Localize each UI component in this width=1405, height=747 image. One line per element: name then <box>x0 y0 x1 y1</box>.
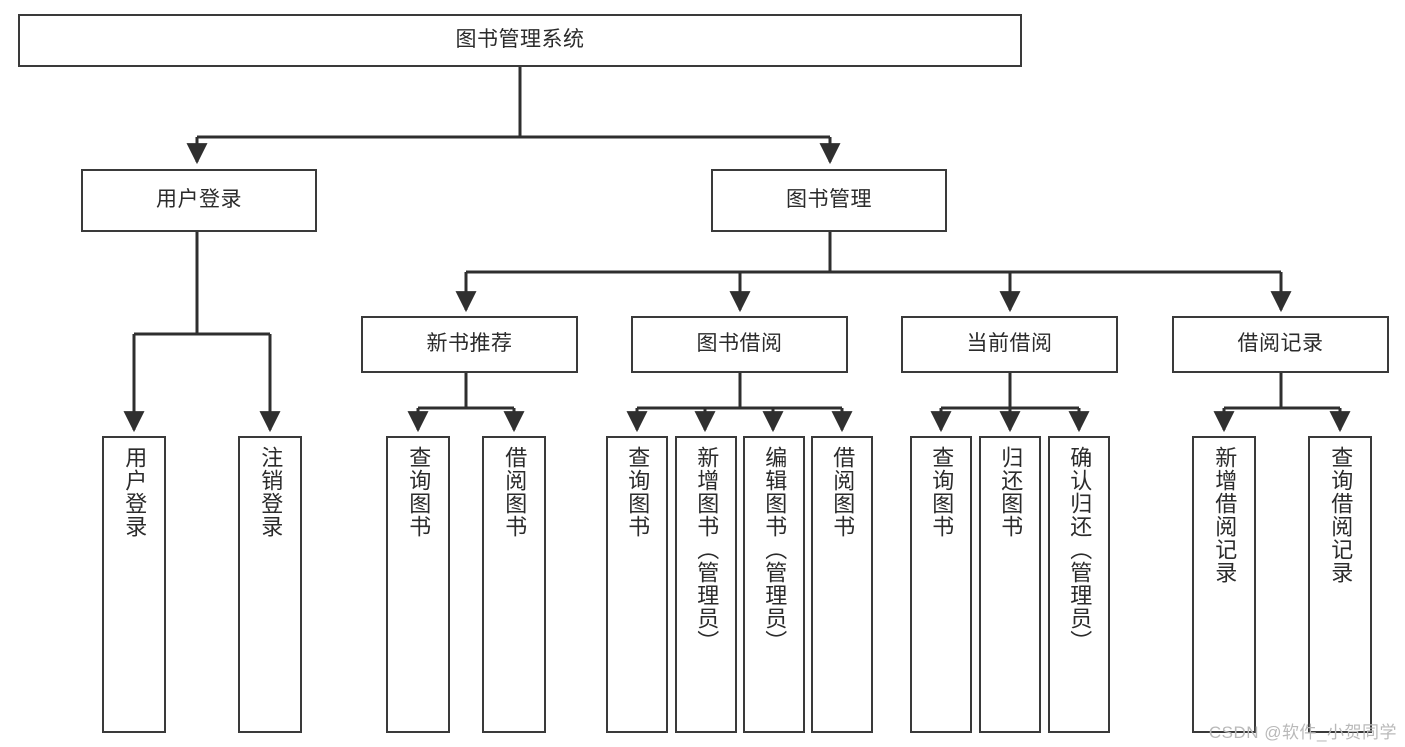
node-new-book-recommend[interactable]: 新书推荐 <box>361 316 578 373</box>
leaf-query-book-3[interactable]: 查询图书 <box>910 436 972 733</box>
leaf-logout-login-label: 注销登录 <box>258 446 284 538</box>
leaf-query-book-1-label: 查询图书 <box>406 446 432 538</box>
leaf-logout-login[interactable]: 注销登录 <box>238 436 302 733</box>
leaf-query-book-2[interactable]: 查询图书 <box>606 436 668 733</box>
leaf-add-record-label: 新增借阅记录 <box>1212 446 1238 584</box>
leaf-borrow-book-1-label: 借阅图书 <box>502 446 528 538</box>
leaf-query-book-1[interactable]: 查询图书 <box>386 436 450 733</box>
node-book-manage[interactable]: 图书管理 <box>711 169 947 232</box>
node-current-borrow[interactable]: 当前借阅 <box>901 316 1118 373</box>
node-user-login-label: 用户登录 <box>156 188 242 212</box>
leaf-confirm-return[interactable]: 确认归还（管理员） <box>1048 436 1110 733</box>
node-user-login[interactable]: 用户登录 <box>81 169 317 232</box>
leaf-user-login-label: 用户登录 <box>122 446 148 538</box>
leaf-borrow-book-2-label: 借阅图书 <box>830 446 856 538</box>
node-book-manage-label: 图书管理 <box>786 188 872 212</box>
leaf-borrow-book-1[interactable]: 借阅图书 <box>482 436 546 733</box>
node-root[interactable]: 图书管理系统 <box>18 14 1022 67</box>
leaf-query-book-3-label: 查询图书 <box>929 446 955 538</box>
node-book-borrow[interactable]: 图书借阅 <box>631 316 848 373</box>
node-current-borrow-label: 当前借阅 <box>966 332 1053 356</box>
leaf-query-book-2-label: 查询图书 <box>625 446 651 538</box>
node-root-label: 图书管理系统 <box>455 28 585 52</box>
node-borrow-record[interactable]: 借阅记录 <box>1172 316 1389 373</box>
leaf-query-record[interactable]: 查询借阅记录 <box>1308 436 1372 733</box>
node-borrow-record-label: 借阅记录 <box>1237 332 1324 356</box>
leaf-return-book[interactable]: 归还图书 <box>979 436 1041 733</box>
leaf-query-record-label: 查询借阅记录 <box>1328 446 1354 584</box>
node-new-book-recommend-label: 新书推荐 <box>426 332 513 356</box>
leaf-add-book-label: 新增图书（管理员） <box>694 446 720 653</box>
leaf-add-book[interactable]: 新增图书（管理员） <box>675 436 737 733</box>
leaf-edit-book-label: 编辑图书（管理员） <box>762 446 788 653</box>
leaf-return-book-label: 归还图书 <box>998 446 1024 538</box>
csdn-watermark: CSDN @软件_小贺同学 <box>1208 723 1397 742</box>
node-book-borrow-label: 图书借阅 <box>696 332 783 356</box>
leaf-edit-book[interactable]: 编辑图书（管理员） <box>743 436 805 733</box>
leaf-user-login[interactable]: 用户登录 <box>102 436 166 733</box>
leaf-confirm-return-label: 确认归还（管理员） <box>1067 446 1093 653</box>
leaf-add-record[interactable]: 新增借阅记录 <box>1192 436 1256 733</box>
leaf-borrow-book-2[interactable]: 借阅图书 <box>811 436 873 733</box>
